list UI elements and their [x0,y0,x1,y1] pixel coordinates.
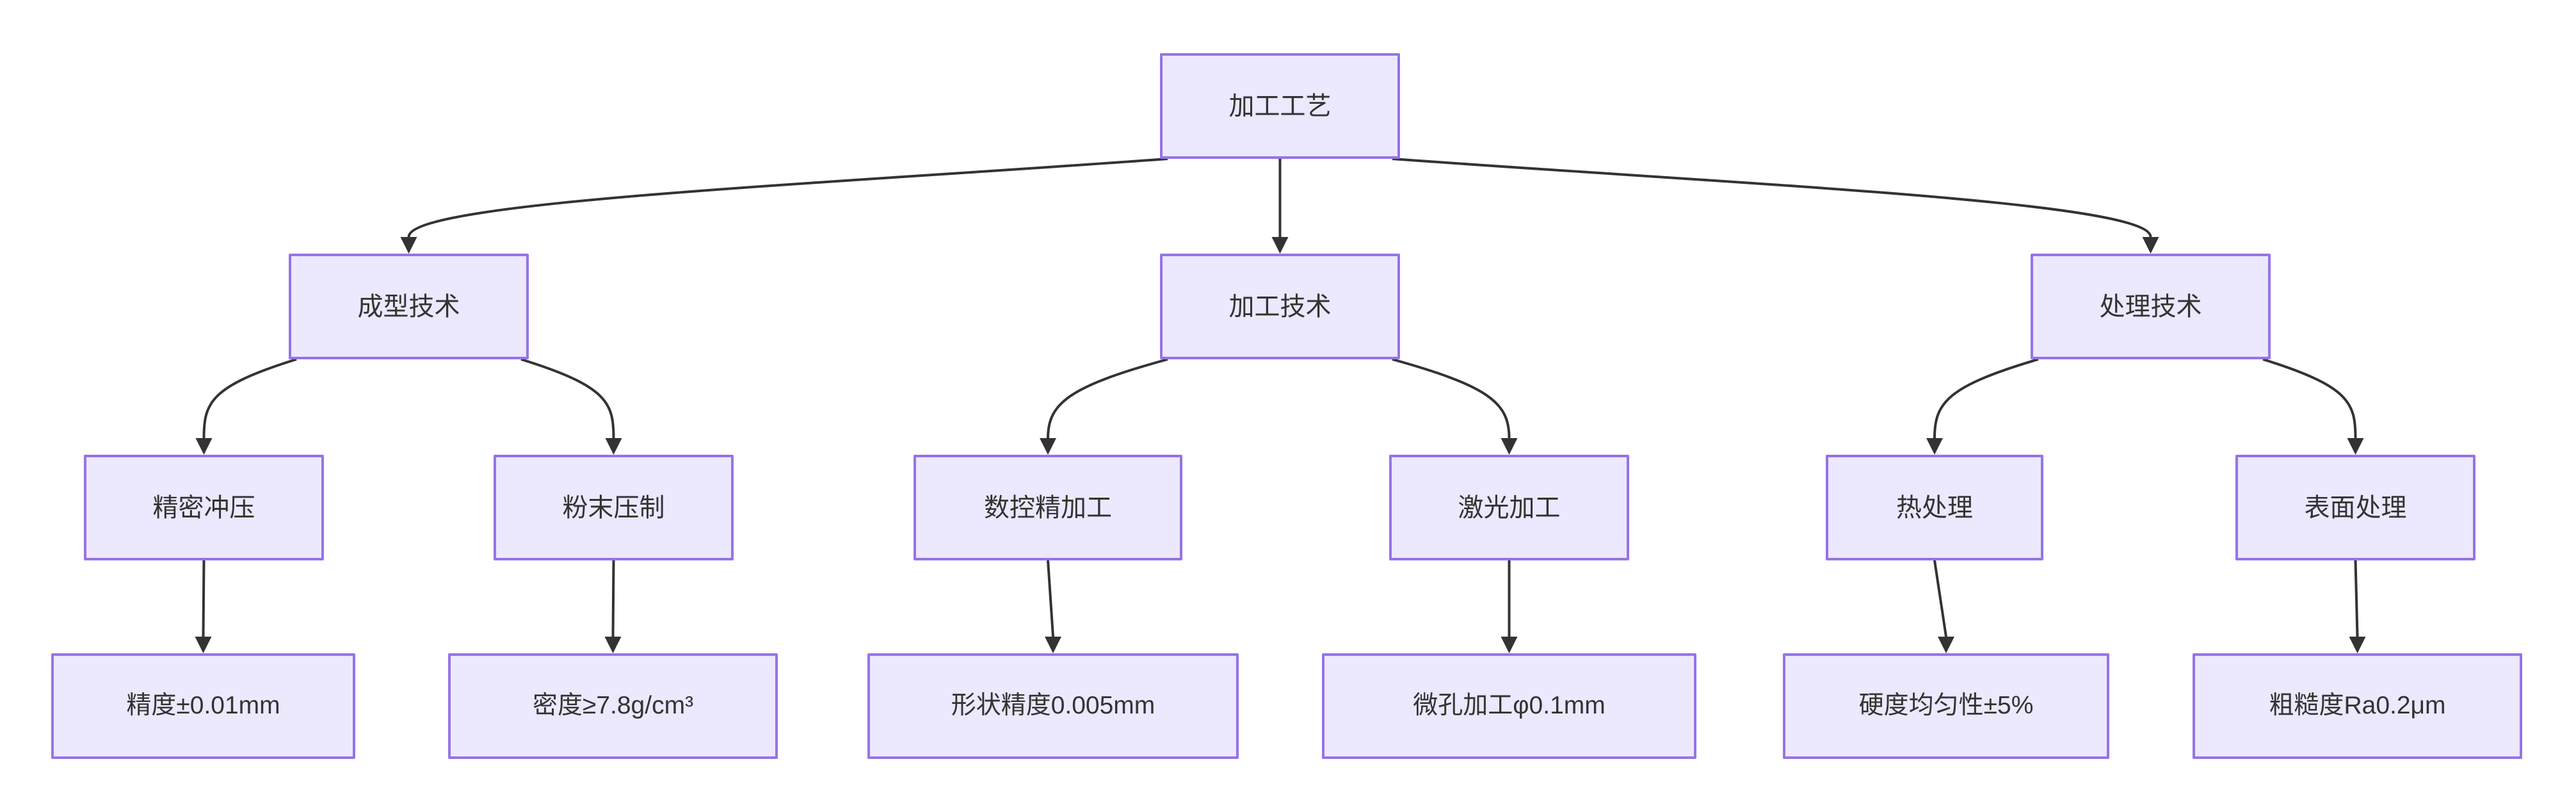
node-forming[interactable]: 成型技术 [289,254,529,359]
arrowhead-surface-to-spec-roughness [2349,637,2366,653]
arrowhead-forming-to-stamping [195,438,213,455]
edge-machining-to-cnc [1047,358,1168,439]
edge-treatment-to-surface [2262,358,2357,439]
arrowhead-powder-to-spec-density [604,637,622,653]
node-label-spec-density: 密度≥7.8g/cm³ [532,692,694,720]
edge-forming-to-powder [520,358,615,439]
arrowhead-forming-to-powder [605,438,622,455]
node-label-root: 加工工艺 [1228,92,1332,120]
node-cnc[interactable]: 数控精加工 [914,455,1182,560]
node-label-spec-microhole: 微孔加工φ0.1mm [1413,692,1606,720]
node-treatment[interactable]: 处理技术 [2031,254,2271,359]
edge-root-to-forming [407,158,1168,238]
node-label-treatment: 处理技术 [2099,292,2202,321]
node-spec-microhole[interactable]: 微孔加工φ0.1mm [1322,653,1696,759]
node-label-spec-accuracy: 精度±0.01mm [126,692,280,720]
edge-forming-to-stamping [202,358,297,439]
node-spec-density[interactable]: 密度≥7.8g/cm³ [448,653,778,759]
node-label-spec-roughness: 粗糙度Ra0.2μm [2269,692,2446,720]
node-stamping[interactable]: 精密冲压 [84,455,324,560]
arrowhead-treatment-to-surface [2347,438,2364,455]
arrowhead-heat-to-spec-hardness [1938,637,1954,653]
arrowhead-root-to-treatment [2142,237,2159,254]
arrowhead-machining-to-cnc [1040,438,1056,455]
arrowhead-root-to-forming [400,237,417,254]
node-label-spec-shape: 形状精度0.005mm [951,692,1155,720]
node-label-laser: 激光加工 [1458,493,1561,522]
arrowhead-root-to-machining [1271,237,1289,254]
arrowhead-stamping-to-spec-accuracy [195,637,212,653]
edge-machining-to-laser [1392,358,1511,439]
edge-treatment-to-heat [1933,358,2039,439]
node-heat[interactable]: 热处理 [1826,455,2043,560]
arrowhead-laser-to-spec-microhole [1501,637,1518,653]
edge-heat-to-spec-hardness [1933,560,1947,637]
node-surface[interactable]: 表面处理 [2235,455,2475,560]
node-label-spec-hardness: 硬度均匀性±5% [1858,692,2034,720]
edge-powder-to-spec-density [611,560,615,637]
arrowhead-cnc-to-spec-shape [1045,637,1061,653]
node-label-surface: 表面处理 [2304,493,2407,522]
node-spec-shape[interactable]: 形状精度0.005mm [867,653,1239,759]
node-spec-accuracy[interactable]: 精度±0.01mm [51,653,355,759]
node-label-stamping: 精密冲压 [152,493,255,522]
node-root[interactable]: 加工工艺 [1160,53,1400,159]
node-label-powder: 粉末压制 [562,493,665,522]
node-machining[interactable]: 加工技术 [1160,254,1400,359]
node-powder[interactable]: 粉末压制 [494,455,734,560]
arrowhead-machining-to-laser [1501,438,1518,455]
edge-root-to-treatment [1392,158,2152,238]
node-spec-hardness[interactable]: 硬度均匀性±5% [1783,653,2109,759]
node-label-forming: 成型技术 [357,292,460,321]
node-label-heat: 热处理 [1896,493,1973,522]
edge-surface-to-spec-roughness [2354,560,2359,637]
edge-cnc-to-spec-shape [1047,560,1054,637]
arrowhead-treatment-to-heat [1926,438,1943,455]
node-spec-roughness[interactable]: 粗糙度Ra0.2μm [2193,653,2522,759]
node-label-cnc: 数控精加工 [984,493,1112,522]
node-laser[interactable]: 激光加工 [1389,455,1629,560]
node-label-machining: 加工技术 [1228,292,1332,321]
